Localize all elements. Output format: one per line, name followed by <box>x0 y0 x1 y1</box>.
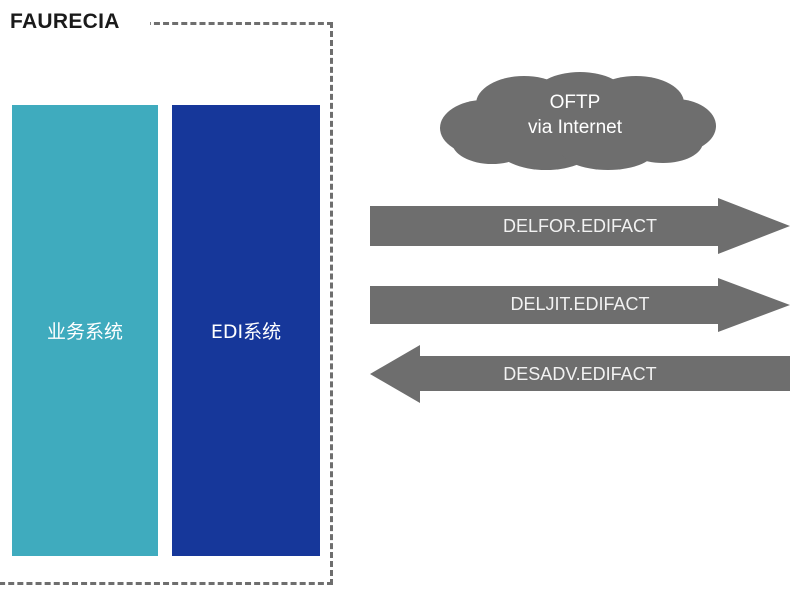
flow-arrow-delfor[interactable]: DELFOR.EDIFACT <box>370 198 790 254</box>
flow-arrow-deljit[interactable]: DELJIT.EDIFACT <box>370 276 790 332</box>
faurecia-boundary <box>0 22 333 585</box>
system-box-business-label: 业务系统 <box>46 321 123 343</box>
arrow-right-icon <box>370 198 790 254</box>
cloud-icon <box>440 72 716 170</box>
flow-arrow-desadv[interactable]: DESADV.EDIFACT <box>370 345 790 403</box>
system-box-edi-label: EDI系统 <box>210 321 282 343</box>
system-box-edi[interactable]: EDI系统 <box>172 105 320 556</box>
arrow-right-icon <box>370 278 790 332</box>
oftp-cloud[interactable]: OFTP via Internet <box>432 70 718 170</box>
arrow-left-icon <box>370 345 790 403</box>
system-box-business[interactable]: 业务系统 <box>12 105 158 556</box>
boundary-title-mask <box>0 14 150 36</box>
page-title: FAURECIA <box>10 10 120 33</box>
